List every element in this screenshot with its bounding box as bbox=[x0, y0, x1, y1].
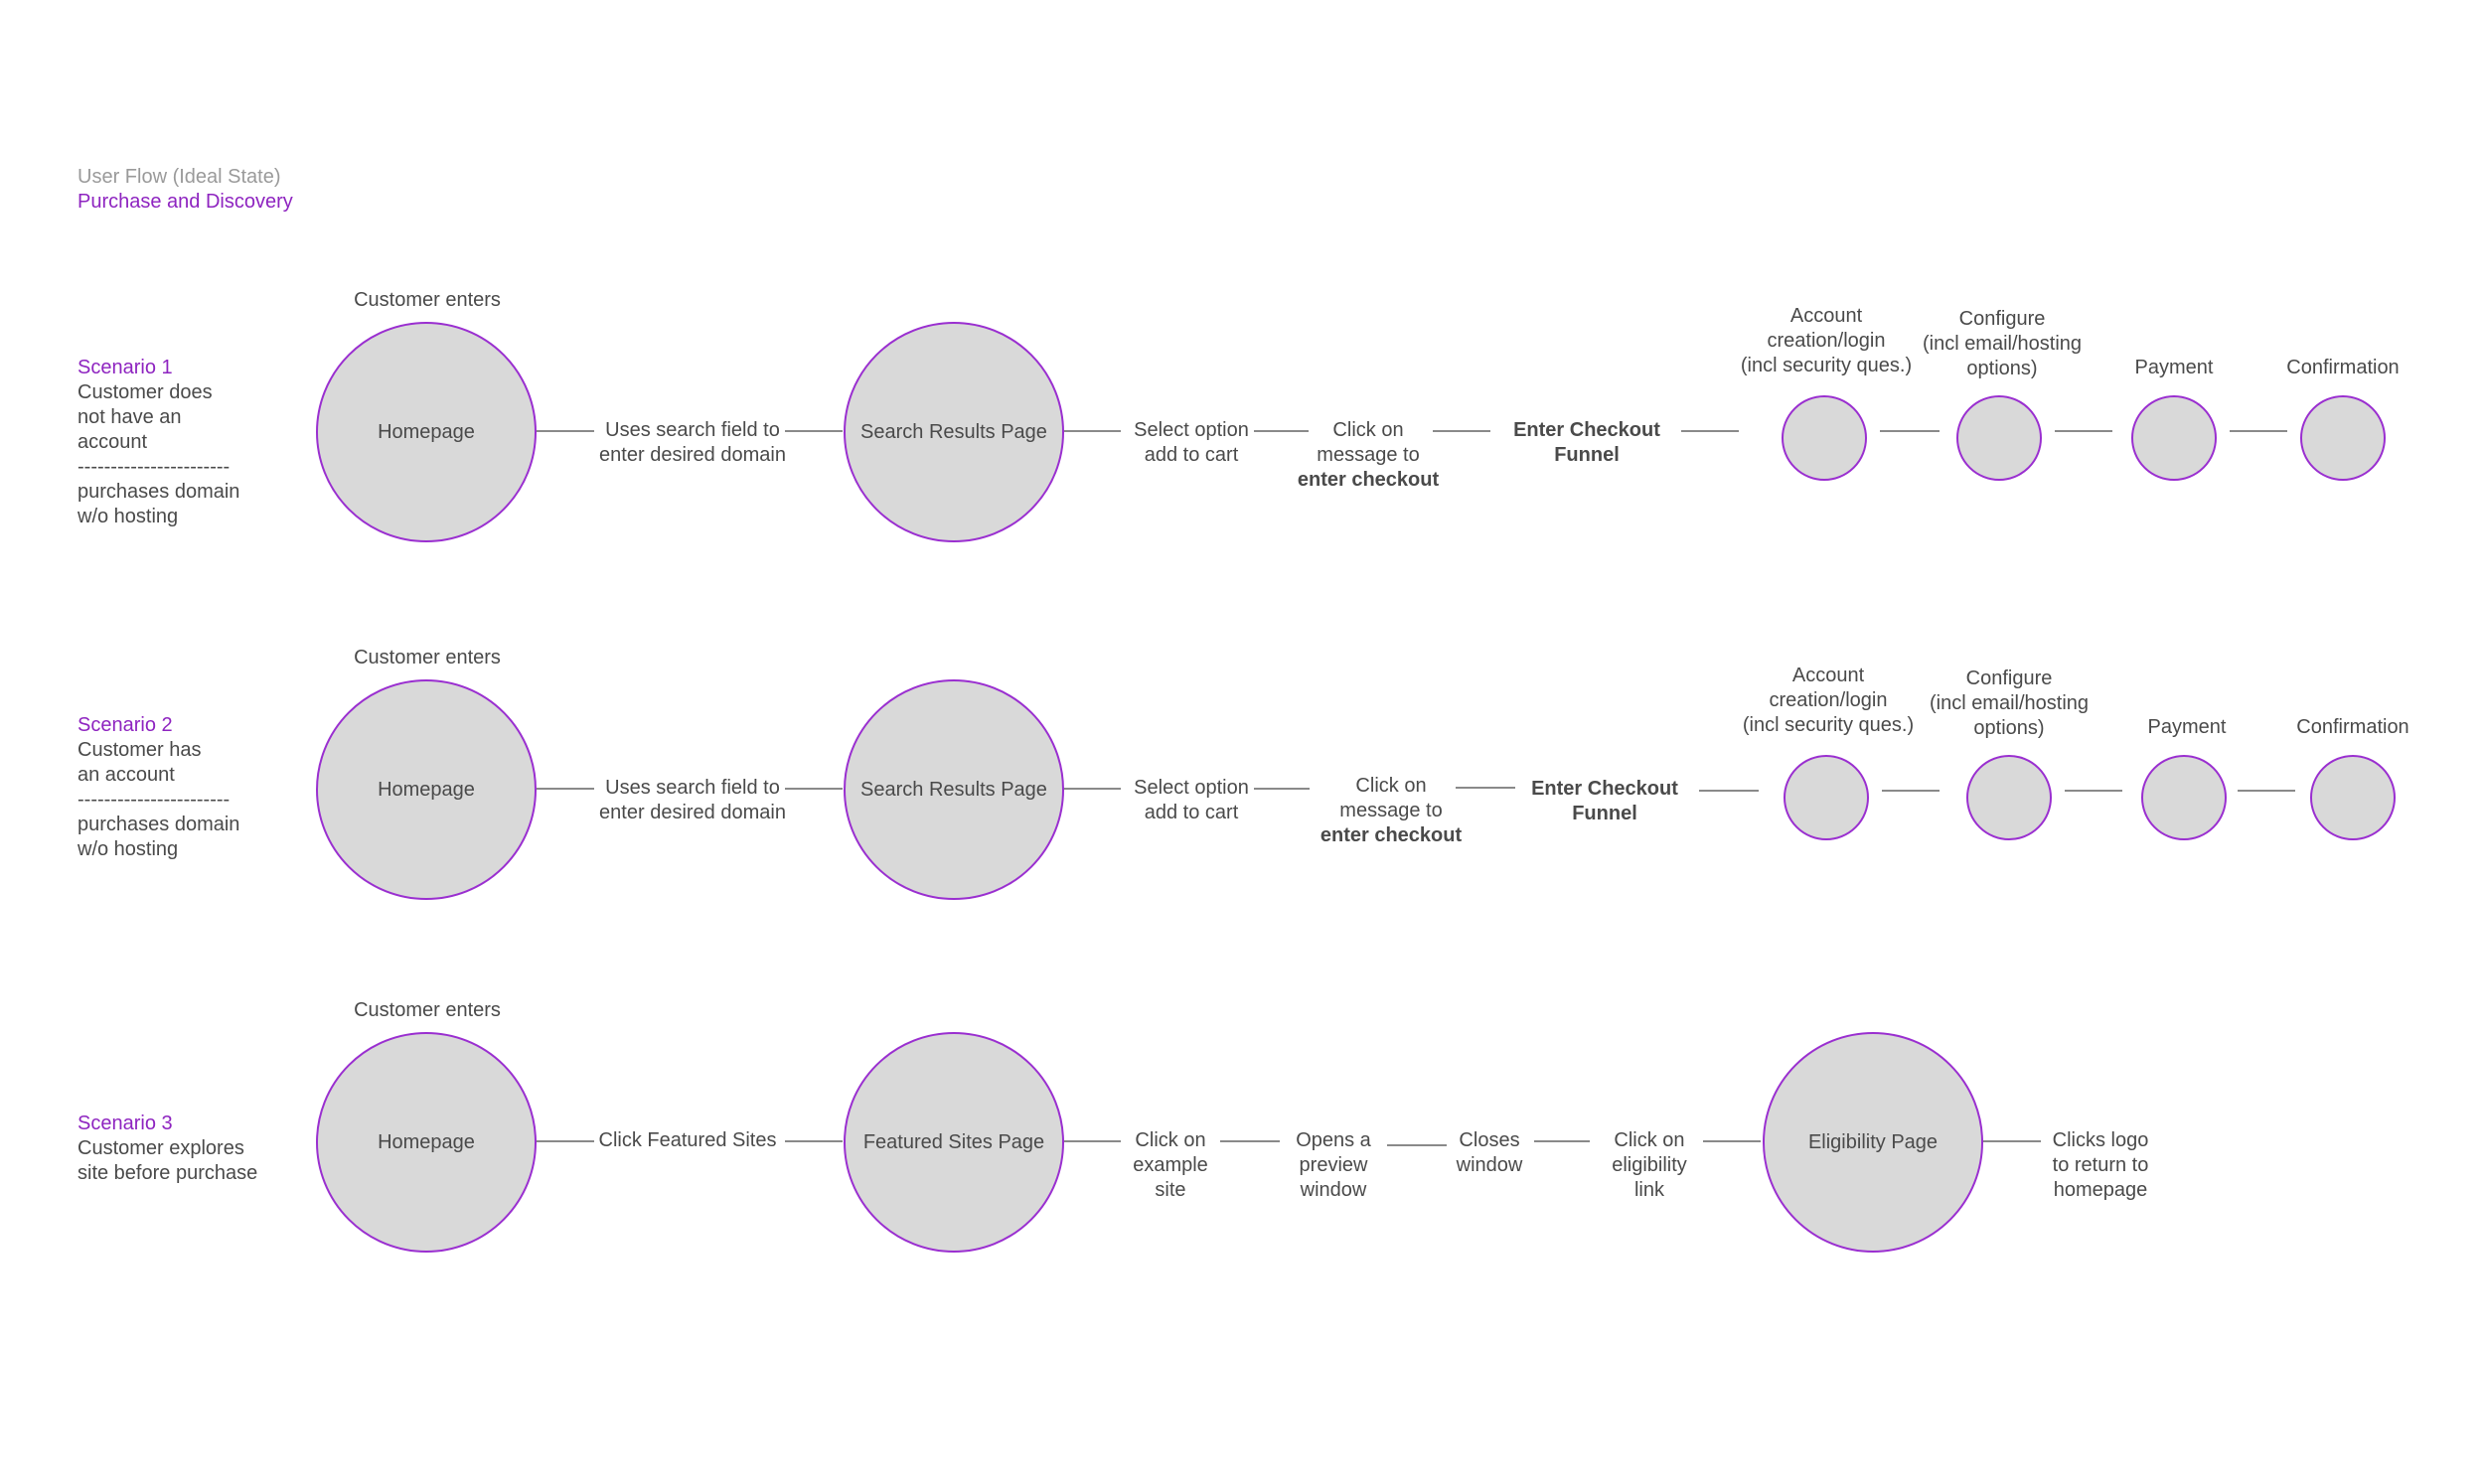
connector bbox=[537, 1140, 594, 1142]
step-enter-checkout: enter checkout bbox=[1320, 824, 1463, 846]
homepage-label: Homepage bbox=[378, 1130, 475, 1153]
funnel-confirmation-node bbox=[2310, 755, 2396, 840]
featured-sites-node: Featured Sites Page bbox=[844, 1032, 1064, 1253]
eligibility-node: Eligibility Page bbox=[1763, 1032, 1983, 1253]
step-click-example: Click on example site bbox=[1133, 1129, 1208, 1201]
connector bbox=[1703, 1140, 1761, 1142]
connector bbox=[1882, 790, 1940, 792]
funnel-configure-label: Configure (incl email/hosting options) bbox=[1922, 308, 2083, 379]
step-enter-checkout-funnel: Enter Checkout Funnel bbox=[1531, 778, 1678, 824]
funnel-payment-label: Payment bbox=[2147, 716, 2227, 738]
featured-sites-label: Featured Sites Page bbox=[862, 1130, 1045, 1153]
scenario-3-title: Scenario 3 bbox=[78, 1113, 173, 1134]
scenario-1-entry-label: Customer enters bbox=[354, 289, 501, 311]
connector bbox=[2238, 790, 2295, 792]
funnel-confirmation-node bbox=[2300, 395, 2386, 481]
step-click-eligibility: Click on eligibility link bbox=[1612, 1129, 1687, 1201]
connector bbox=[1063, 430, 1121, 432]
scenario-3-description: Customer explores site before purchase bbox=[78, 1137, 258, 1184]
funnel-configure-node bbox=[1966, 755, 2052, 840]
funnel-account-node bbox=[1784, 755, 1869, 840]
connector bbox=[1063, 1140, 1121, 1142]
step-select-option: Select option add to cart bbox=[1134, 419, 1249, 466]
search-results-node: Search Results Page bbox=[844, 322, 1064, 542]
step-closes-window: Closes window bbox=[1456, 1129, 1523, 1176]
step-click-featured: Click Featured Sites bbox=[598, 1129, 777, 1151]
eligibility-label: Eligibility Page bbox=[1807, 1130, 1939, 1153]
scenario-3-entry-label: Customer enters bbox=[354, 999, 501, 1021]
connector bbox=[1254, 788, 1310, 790]
connector bbox=[1983, 1140, 2041, 1142]
connector bbox=[1880, 430, 1940, 432]
connector bbox=[1534, 1140, 1590, 1142]
step-clicks-logo: Clicks logo to return to homepage bbox=[2052, 1129, 2149, 1201]
step-click-message: Click on message to bbox=[1339, 775, 1443, 821]
homepage-node: Homepage bbox=[316, 1032, 537, 1253]
step-enter-checkout-funnel: Enter Checkout Funnel bbox=[1513, 419, 1660, 466]
search-results-label: Search Results Page bbox=[860, 778, 1047, 801]
homepage-label: Homepage bbox=[378, 778, 475, 801]
step-select-option: Select option add to cart bbox=[1134, 777, 1249, 823]
connector bbox=[785, 1140, 843, 1142]
funnel-confirmation-label: Confirmation bbox=[2296, 716, 2409, 738]
search-results-node: Search Results Page bbox=[844, 679, 1064, 900]
scenario-2-title: Scenario 2 bbox=[78, 714, 173, 736]
connector bbox=[785, 430, 843, 432]
connector bbox=[1699, 790, 1759, 792]
funnel-payment-node bbox=[2141, 755, 2227, 840]
search-results-label: Search Results Page bbox=[860, 420, 1047, 443]
connector bbox=[537, 430, 594, 432]
homepage-label: Homepage bbox=[378, 420, 475, 443]
connector bbox=[1456, 787, 1515, 789]
connector bbox=[1387, 1144, 1447, 1146]
connector bbox=[1433, 430, 1490, 432]
connector bbox=[1254, 430, 1309, 432]
step-enter-checkout: enter checkout bbox=[1297, 469, 1440, 491]
flow-title: User Flow (Ideal State) bbox=[78, 166, 281, 188]
connector bbox=[537, 788, 594, 790]
homepage-node: Homepage bbox=[316, 322, 537, 542]
step-search: Uses search field to enter desired domai… bbox=[599, 777, 786, 823]
connector bbox=[2065, 790, 2122, 792]
funnel-account-label: Account creation/login (incl security qu… bbox=[1742, 665, 1915, 736]
scenario-2-description: Customer has an account ----------------… bbox=[78, 739, 240, 860]
scenario-1-title: Scenario 1 bbox=[78, 357, 173, 378]
connector bbox=[1681, 430, 1739, 432]
funnel-account-node bbox=[1782, 395, 1867, 481]
scenario-1-description: Customer does not have an account ------… bbox=[78, 381, 240, 527]
flow-subtitle: Purchase and Discovery bbox=[78, 191, 293, 213]
funnel-confirmation-label: Confirmation bbox=[2286, 357, 2400, 378]
funnel-account-label: Account creation/login (incl security qu… bbox=[1740, 305, 1913, 376]
step-click-message: Click on message to bbox=[1317, 419, 1420, 466]
funnel-configure-label: Configure (incl email/hosting options) bbox=[1929, 668, 2090, 739]
connector bbox=[1220, 1140, 1280, 1142]
homepage-node: Homepage bbox=[316, 679, 537, 900]
connector bbox=[785, 788, 843, 790]
funnel-configure-node bbox=[1956, 395, 2042, 481]
connector bbox=[1063, 788, 1121, 790]
funnel-payment-node bbox=[2131, 395, 2217, 481]
step-opens-preview: Opens a preview window bbox=[1296, 1129, 1371, 1201]
connector bbox=[2230, 430, 2287, 432]
step-search: Uses search field to enter desired domai… bbox=[599, 419, 786, 466]
scenario-2-entry-label: Customer enters bbox=[354, 647, 501, 668]
connector bbox=[2055, 430, 2112, 432]
funnel-payment-label: Payment bbox=[2134, 357, 2214, 378]
